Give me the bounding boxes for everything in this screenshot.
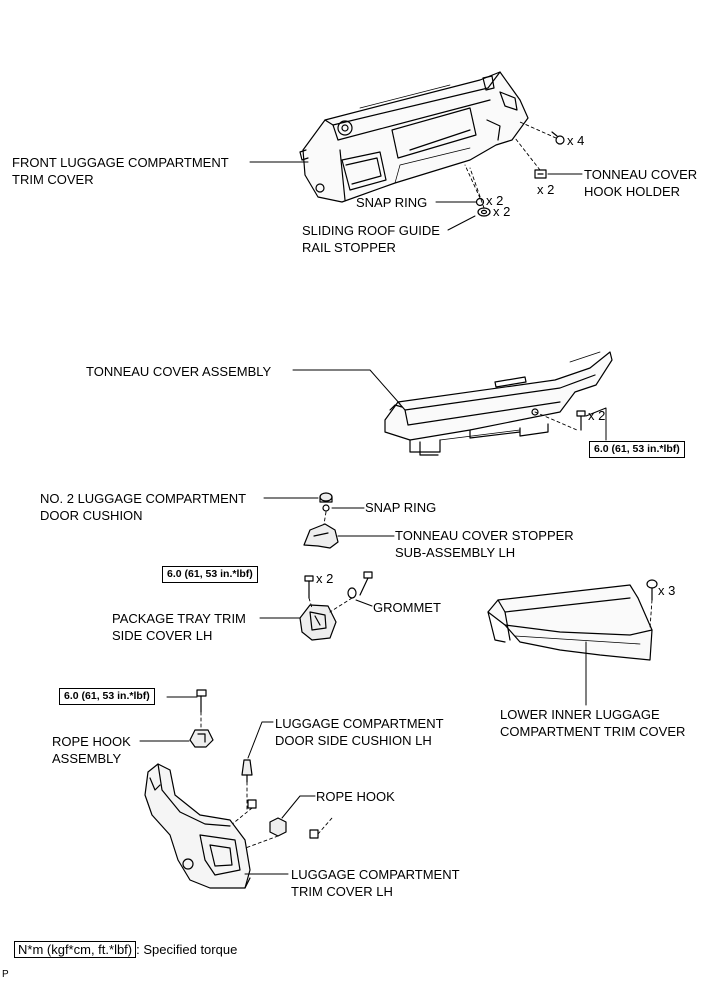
label-front-luggage-trim-cover: FRONT LUGGAGE COMPARTMENT TRIM COVER bbox=[12, 155, 229, 187]
sliding-roof-stopper-icon bbox=[477, 207, 491, 217]
door-side-cushion-icon bbox=[241, 759, 253, 783]
small-clip-icon bbox=[247, 799, 319, 839]
rope-hook-icon bbox=[269, 817, 287, 837]
label-door-side-cushion: LUGGAGE COMPARTMENT DOOR SIDE CUSHION LH bbox=[275, 716, 444, 748]
top-clip-icon bbox=[551, 131, 565, 145]
grommet-bolt-icon bbox=[347, 571, 373, 599]
package-tray-side-cover-part bbox=[299, 604, 337, 641]
label-no2-door-cushion: NO. 2 LUGGAGE COMPARTMENT DOOR CUSHION bbox=[40, 491, 247, 523]
tonneau-stopper-lh-part bbox=[303, 523, 339, 549]
lower-inner-trim-cover-part bbox=[487, 584, 653, 661]
label-luggage-trim-cover-lh: LUGGAGE COMPARTMENT TRIM COVER LH bbox=[291, 867, 460, 899]
qty-hook-holder-bolts: x 2 bbox=[537, 182, 555, 197]
torque-tonneau-bolts: 6.0 (61, 53 in.*lbf) bbox=[589, 441, 685, 458]
label-tonneau-stopper-lh: TONNEAU COVER STOPPER SUB-ASSEMBLY LH bbox=[395, 528, 574, 560]
qty-snap-ring-top: x 2 bbox=[486, 193, 504, 208]
label-rope-hook: ROPE HOOK bbox=[316, 789, 395, 804]
qty-stopper-top: x 2 bbox=[493, 204, 511, 219]
snap-ring-top-icon bbox=[475, 197, 485, 207]
rope-hook-assembly-icon bbox=[189, 729, 214, 748]
legend-unit-box: N*m (kgf*cm, ft.*lbf) bbox=[14, 941, 137, 958]
label-rope-hook-assembly: ROPE HOOK ASSEMBLY bbox=[52, 734, 131, 766]
label-tonneau-cover-assembly: TONNEAU COVER ASSEMBLY bbox=[86, 364, 272, 379]
label-lower-inner-trim-cover: LOWER INNER LUGGAGE COMPARTMENT TRIM COV… bbox=[500, 707, 686, 739]
qty-lower-clips: x 3 bbox=[658, 583, 676, 598]
package-tray-bolt-icon bbox=[304, 575, 314, 599]
luggage-trim-cover-lh-part bbox=[144, 763, 251, 889]
lower-clip-icon bbox=[646, 579, 658, 601]
label-snap-ring-mid: SNAP RING bbox=[365, 500, 437, 515]
qty-tonneau-bolts: x 2 bbox=[588, 408, 606, 423]
qty-clip-top: x 4 bbox=[567, 133, 585, 148]
corner-code: P bbox=[2, 969, 9, 980]
rope-hook-bolt-icon bbox=[196, 689, 207, 713]
hook-holder-bolt-icon bbox=[534, 169, 547, 179]
snap-ring-mid-icon bbox=[322, 504, 330, 512]
torque-rope-hook-bolt: 6.0 (61, 53 in.*lbf) bbox=[59, 688, 155, 705]
label-tonneau-hook-holder: TONNEAU COVER HOOK HOLDER bbox=[584, 167, 698, 199]
front-luggage-trim-cover-part bbox=[299, 71, 529, 203]
tonneau-cover-assembly-part bbox=[384, 351, 613, 456]
torque-package-tray-bolts: 6.0 (61, 53 in.*lbf) bbox=[162, 566, 258, 583]
label-grommet: GROMMET bbox=[373, 600, 441, 615]
qty-package-tray-bolts: x 2 bbox=[316, 571, 334, 586]
label-package-tray-side-cover: PACKAGE TRAY TRIM SIDE COVER LH bbox=[112, 611, 246, 643]
no2-door-cushion-icon bbox=[319, 492, 333, 503]
label-snap-ring-top: SNAP RING bbox=[356, 195, 428, 210]
label-sliding-roof-stopper: SLIDING ROOF GUIDE RAIL STOPPER bbox=[302, 223, 440, 255]
legend-text: : Specified torque bbox=[136, 942, 238, 957]
torque-legend: N*m (kgf*cm, ft.*lbf): Specified torque bbox=[14, 941, 237, 958]
tonneau-bolt-icon bbox=[576, 410, 586, 431]
